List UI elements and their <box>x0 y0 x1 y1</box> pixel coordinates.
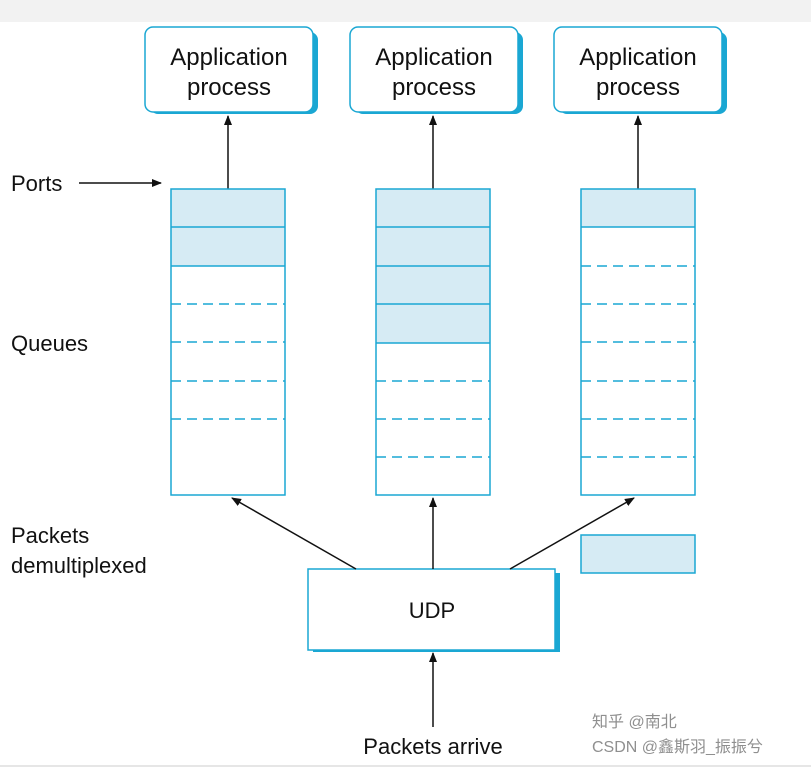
app-process-label-line2: process <box>596 74 680 101</box>
arrow-udp-to-queue-1 <box>231 497 357 570</box>
udp-box: UDP <box>307 568 560 652</box>
queue-2 <box>375 188 491 496</box>
top-bar <box>0 0 811 22</box>
packet-block <box>580 534 696 574</box>
app-process-label-line1: Application <box>170 44 287 71</box>
app-process-label-line1: Application <box>579 44 696 71</box>
queue-3 <box>580 188 696 496</box>
app-process-label-line1: Application <box>375 44 492 71</box>
packets-arrive-label: Packets arrive <box>363 734 502 759</box>
demux-label-line2: demultiplexed <box>11 553 147 578</box>
arrow-udp-to-queue-3 <box>509 497 635 570</box>
app-process-box-3: Application process <box>553 26 727 114</box>
queues-label: Queues <box>11 331 88 356</box>
watermark-line1: 知乎 @南北 <box>592 713 677 731</box>
app-process-label-line2: process <box>392 74 476 101</box>
app-process-label-line2: process <box>187 74 271 101</box>
app-process-box-2: Application process <box>349 26 523 114</box>
bottom-border <box>0 765 811 767</box>
queue-1 <box>170 188 286 496</box>
demux-label-line1: Packets <box>11 523 89 548</box>
ports-label: Ports <box>11 171 62 196</box>
app-process-box-1: Application process <box>144 26 318 114</box>
watermark-line2: CSDN @鑫斯羽_振振兮 <box>592 737 763 756</box>
udp-label: UDP <box>409 598 455 623</box>
